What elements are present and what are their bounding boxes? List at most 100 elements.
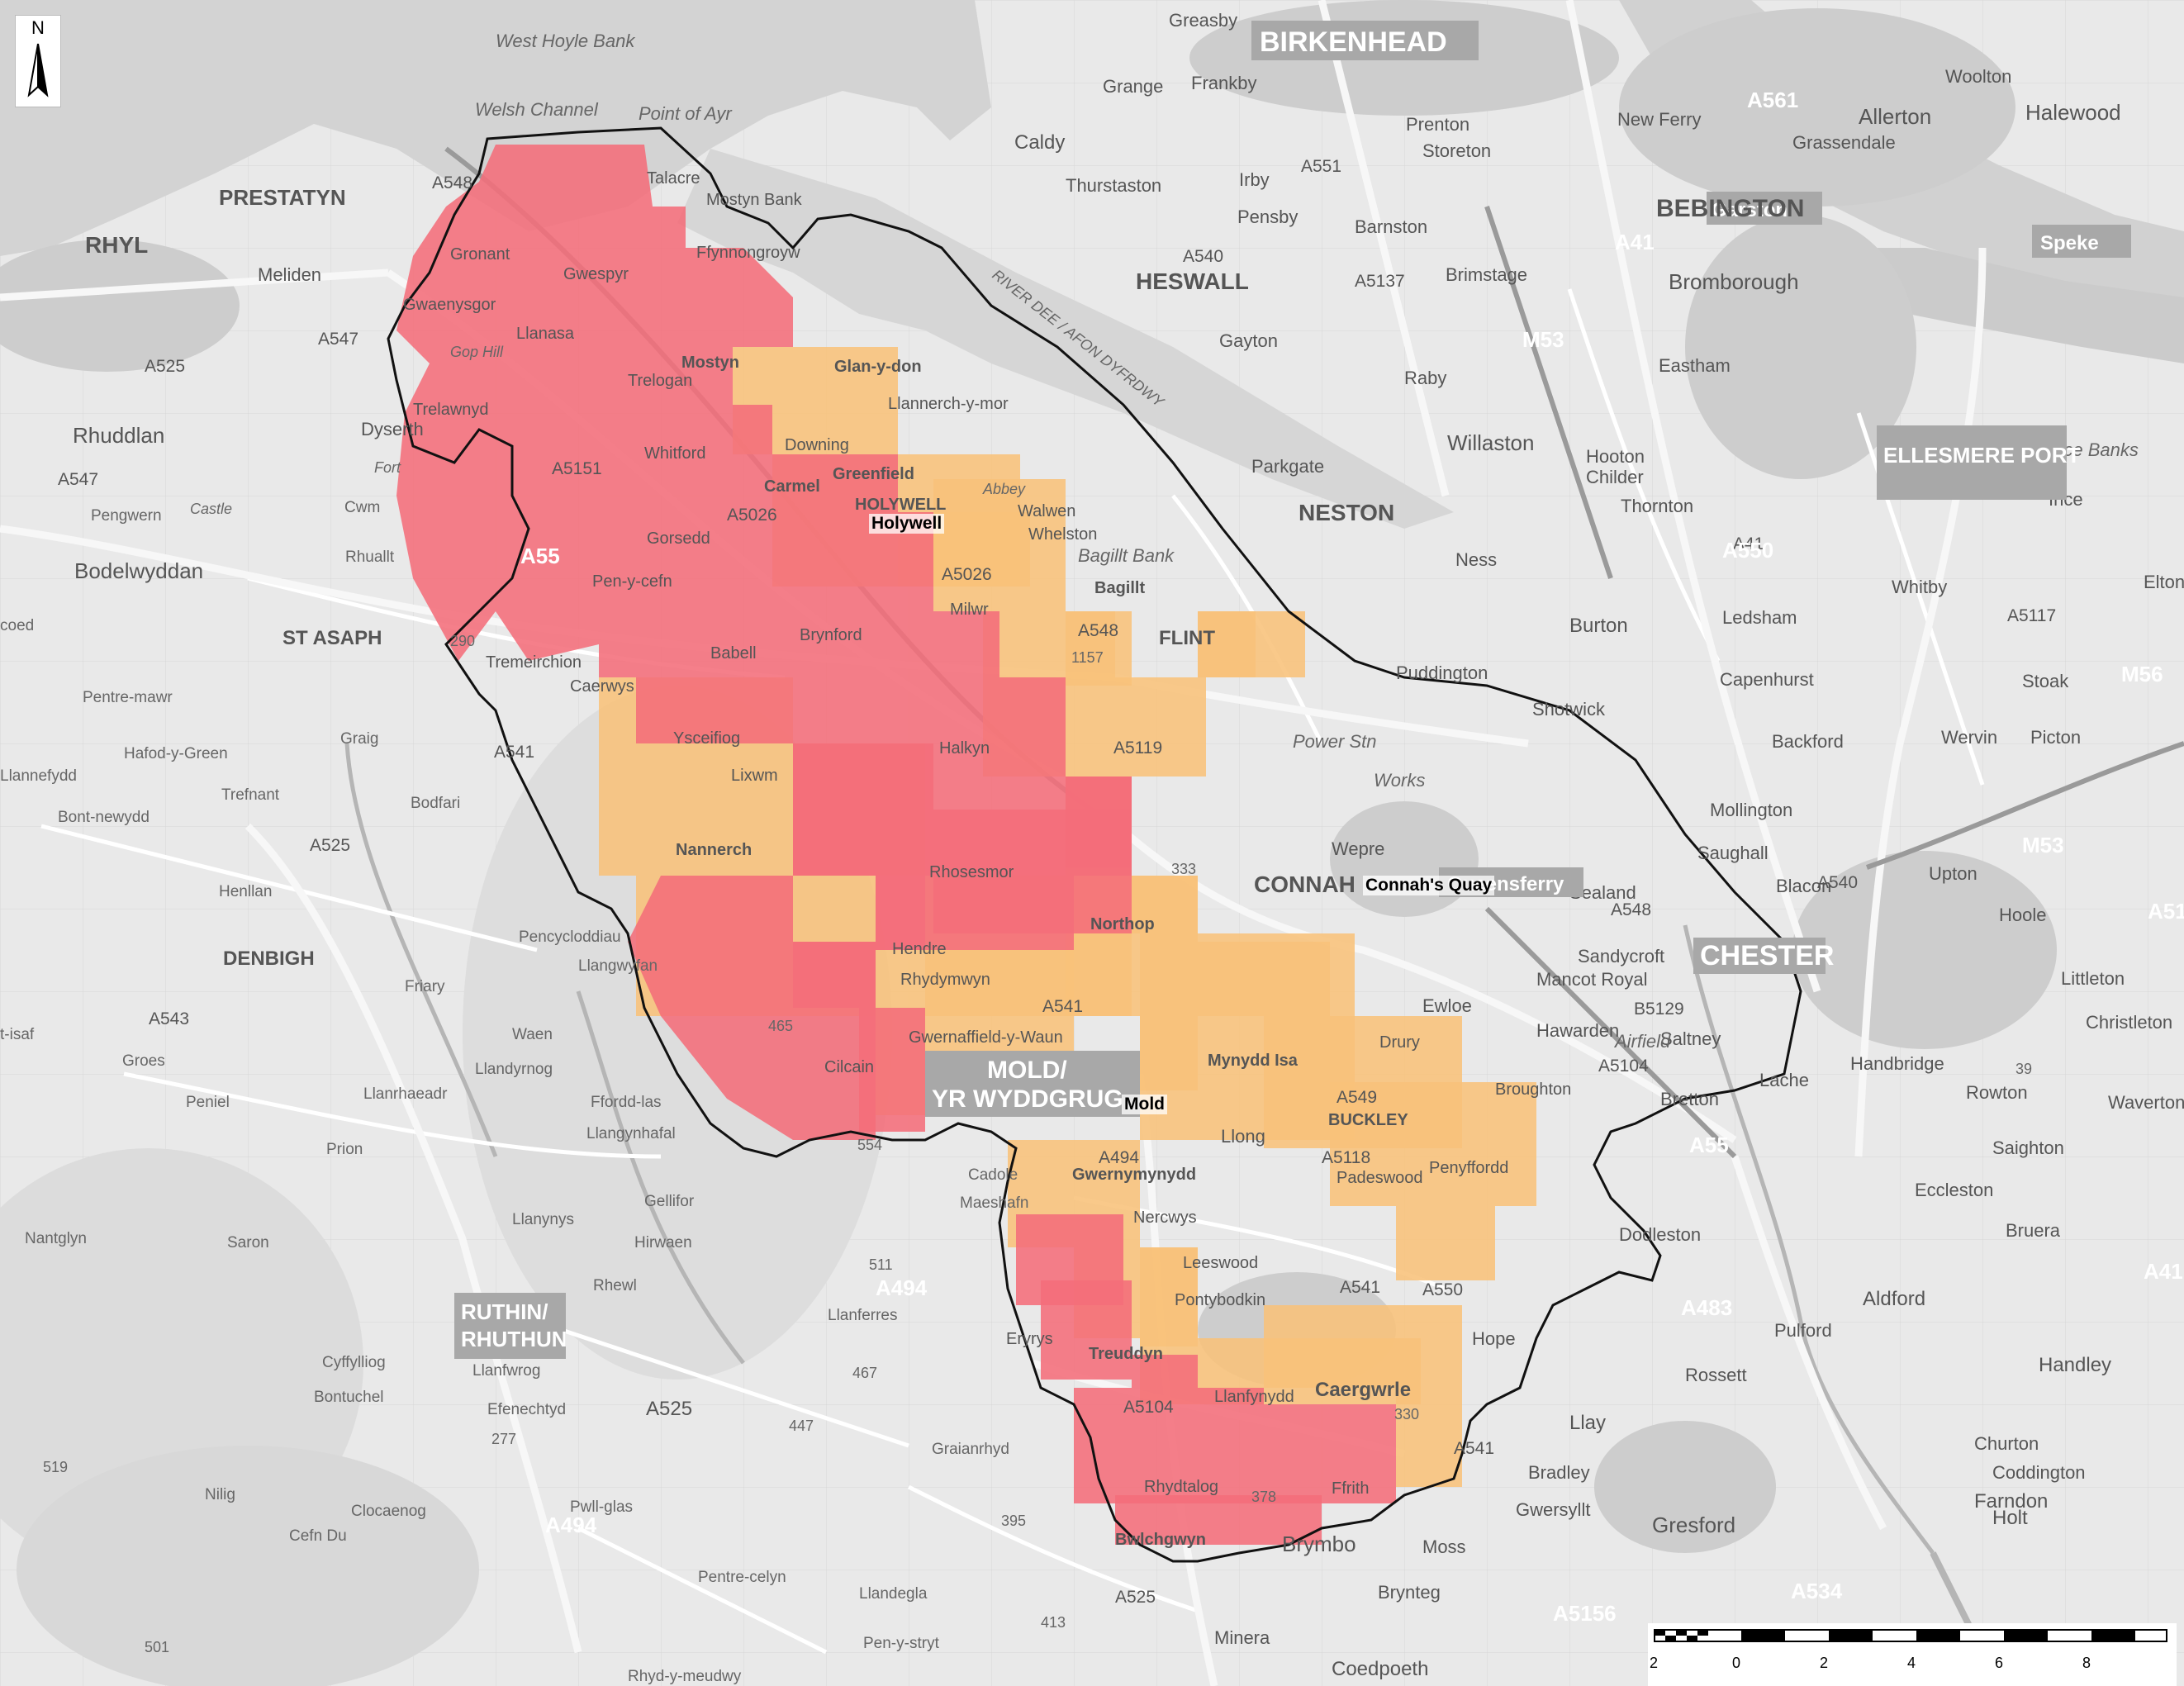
spot-378: 378 — [1251, 1489, 1276, 1505]
label-trelawnyd: Trelawnyd — [413, 401, 489, 419]
label-frankby: Frankby — [1191, 73, 1256, 93]
label-babell: Babell — [710, 644, 757, 663]
liverpool-bay-water — [0, 0, 991, 256]
spot-277: 277 — [491, 1431, 516, 1447]
road-a549: A549 — [1337, 1088, 1377, 1107]
road-m56: M56 — [2121, 662, 2163, 686]
label-gellifor: Gellifor — [644, 1193, 695, 1210]
label-brynteg: Brynteg — [1378, 1582, 1441, 1603]
label-ellesmere-port: ELLESMERE PORT — [1883, 443, 2080, 468]
label-efenechtyd: Efenechtyd — [487, 1401, 566, 1418]
label-llandegla: Llandegla — [859, 1585, 928, 1603]
label-whitford: Whitford — [644, 444, 705, 463]
label-hooton: Hooton — [1586, 446, 1645, 467]
label-connah: CONNAH — [1254, 871, 1356, 897]
road-a41: A41 — [1615, 230, 1655, 254]
label-woolton: Woolton — [1945, 66, 2011, 87]
label-childer: Childer — [1586, 467, 1644, 487]
label-coedpoeth: Coedpoeth — [1332, 1658, 1428, 1680]
road-a5118: A5118 — [1322, 1148, 1370, 1167]
label-wepre: Wepre — [1332, 838, 1384, 859]
spot-467: 467 — [852, 1365, 877, 1381]
label-rhuallt: Rhuallt — [345, 549, 395, 566]
label-lache: Lache — [1759, 1070, 1809, 1090]
label-greasby: Greasby — [1169, 10, 1237, 31]
road-labels: A548 A547 A525 A547 A5151 A5026 A5026 A5… — [58, 88, 2184, 1626]
label-handley: Handley — [2039, 1354, 2111, 1376]
label-ffynnongroyw: Ffynnongroyw — [696, 244, 800, 262]
label-thornton: Thornton — [1621, 496, 1693, 516]
label-caergwrle: Caergwrle — [1315, 1379, 1411, 1401]
road-a550: A550 — [1422, 1280, 1463, 1299]
label-treuddyn: Treuddyn — [1089, 1345, 1163, 1363]
label-mollington: Mollington — [1710, 800, 1792, 820]
spot-39: 39 — [2015, 1061, 2032, 1077]
label-ledsham: Ledsham — [1722, 607, 1797, 628]
label-nercwys: Nercwys — [1133, 1209, 1197, 1227]
label-saighton: Saighton — [1992, 1137, 2064, 1158]
scale-bar-graphic — [1654, 1629, 2167, 1642]
label-cilcain: Cilcain — [824, 1058, 874, 1076]
label-carmel: Carmel — [764, 477, 820, 496]
label-buckley: BUCKLEY — [1328, 1111, 1408, 1129]
road-a540-b: A540 — [1817, 873, 1858, 892]
label-ysceifiog: Ysceifiog — [673, 729, 740, 748]
spot-330: 330 — [1394, 1406, 1419, 1422]
road-a541-b: A541 — [1340, 1278, 1380, 1297]
label-bagillt-bank: Bagillt Bank — [1078, 545, 1175, 566]
label-padeswood: Padeswood — [1337, 1169, 1423, 1187]
label-churton: Churton — [1974, 1433, 2039, 1454]
label-thurstaston: Thurstaston — [1066, 175, 1161, 196]
label-pontybodkin: Pontybodkin — [1175, 1291, 1265, 1309]
label-graianrhyd: Graianrhyd — [932, 1441, 1009, 1458]
label-downing: Downing — [785, 436, 849, 454]
label-meliden: Meliden — [258, 264, 321, 285]
label-neston: NESTON — [1299, 500, 1394, 525]
label-heswall: HESWALL — [1136, 268, 1249, 294]
label-talacre: Talacre — [647, 169, 700, 188]
label-whelston: Whelston — [1028, 525, 1097, 544]
label-mynydd-isa: Mynydd Isa — [1208, 1052, 1299, 1070]
label-waverton: Waverton — [2108, 1092, 2184, 1113]
label-saughall: Saughall — [1697, 843, 1769, 863]
road-a5119: A5119 — [1113, 739, 1162, 758]
label-cwm: Cwm — [344, 499, 380, 516]
label-bagillt: Bagillt — [1094, 579, 1145, 597]
label-gwespyr: Gwespyr — [563, 265, 629, 283]
label-west-hoyle-bank: West Hoyle Bank — [496, 31, 635, 51]
label-point-of-ayr: Point of Ayr — [639, 103, 733, 124]
label-prion: Prion — [326, 1141, 363, 1158]
label-ruthin: RUTHIN/ — [461, 1299, 548, 1324]
road-a543: A543 — [149, 1009, 189, 1028]
label-whitby: Whitby — [1892, 577, 1947, 597]
label-irby: Irby — [1239, 169, 1270, 190]
label-graig: Graig — [340, 730, 378, 748]
scale-tick: 2 — [1820, 1655, 1829, 1671]
label-clocaenog: Clocaenog — [351, 1503, 426, 1520]
label-handbridge: Handbridge — [1850, 1053, 1944, 1074]
label-bwlchgwyn: Bwlchgwyn — [1115, 1531, 1206, 1549]
label-capenhurst: Capenhurst — [1720, 669, 1814, 690]
label-tremeirchion: Tremeirchion — [486, 653, 582, 672]
road-a5151: A5151 — [552, 459, 602, 478]
road-a525: A525 — [145, 357, 185, 376]
label-mostyn: Mostyn — [681, 354, 739, 372]
label-leeswood: Leeswood — [1183, 1254, 1258, 1272]
label-airfield: Airfield — [1613, 1031, 1671, 1052]
label-pentre-mawr: Pentre-mawr — [83, 689, 173, 706]
label-pencoeldlau: Pencycloddiau — [519, 928, 621, 946]
label-waen: Waen — [512, 1026, 553, 1043]
label-pwll-glas: Pwll-glas — [570, 1498, 633, 1516]
label-rhosesmor: Rhosesmor — [929, 863, 1014, 881]
label-halewood: Halewood — [2025, 100, 2121, 125]
label-llannerch-y-mor: Llannerch-y-mor — [888, 395, 1009, 413]
label-shotwick: Shotwick — [1532, 699, 1606, 720]
spot-395: 395 — [1001, 1513, 1026, 1529]
label-hafod-y-green: Hafod-y-Green — [124, 745, 228, 762]
label-new-ferry: New Ferry — [1617, 109, 1701, 130]
label-christleton: Christleton — [2086, 1012, 2172, 1033]
spot-501: 501 — [145, 1639, 169, 1655]
label-cadole: Cadole — [968, 1166, 1018, 1184]
label-abbey: Abbey — [982, 481, 1026, 497]
label-llandyrnog: Llandyrnog — [475, 1061, 553, 1078]
